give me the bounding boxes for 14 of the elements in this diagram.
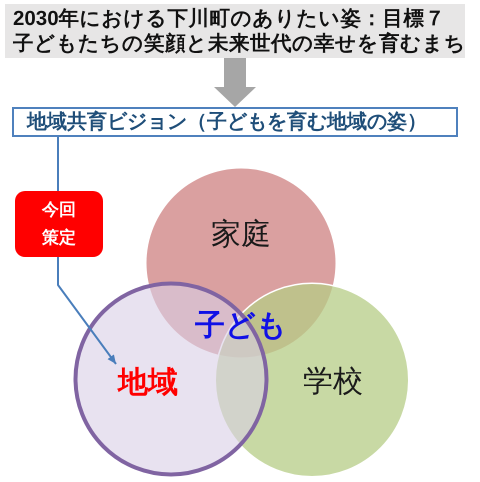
callout-box [15, 191, 103, 257]
vision-frame [12, 107, 458, 137]
center-label: 子ども [195, 309, 287, 343]
arrow [57, 257, 117, 365]
callout-text: 今回策定 [40, 199, 77, 249]
heading-panel [5, 4, 465, 58]
heading-text: 2030年における下川町のありたい姿：目標７ [13, 6, 447, 31]
vision-heading: 地域共育ビジョン（子どもを育む地域の姿） [27, 109, 428, 135]
heading-text: 子どもたちの笑顔と未来世代の幸せを育むまち [13, 31, 465, 56]
circle-label: 家庭 [211, 218, 271, 252]
circle-label: 学校 [303, 365, 363, 399]
connector-line [57, 137, 59, 191]
block-arrow [214, 58, 256, 107]
circle-label: 地域 [118, 366, 178, 400]
